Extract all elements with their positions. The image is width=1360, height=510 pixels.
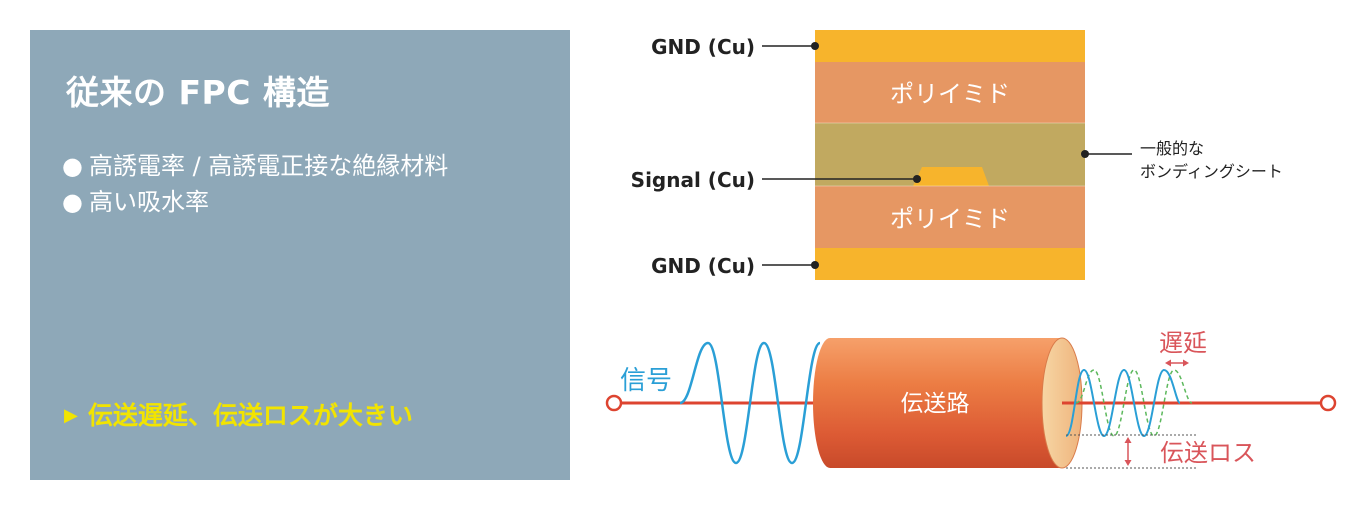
- conclusion-text: 伝送遅延、伝送ロスが大きい: [87, 401, 413, 430]
- loss-label: 伝送ロス: [1160, 439, 1256, 467]
- signal-layer-label: Signal (Cu): [631, 168, 755, 192]
- bullet-dot-icon: ●: [62, 152, 83, 180]
- triangle-arrow-icon: ▶: [64, 405, 78, 426]
- loss-arrow-icon: [1124, 437, 1132, 466]
- terminal-right: [1319, 394, 1337, 412]
- callout-dot: [1081, 150, 1089, 158]
- bullet-dielectric: ●高誘電率 / 高誘電正接な絶縁材料: [62, 146, 448, 181]
- conventional-fpc-panel: 従来の FPC 構造 ●高誘電率 / 高誘電正接な絶縁材料 ●高い吸水率 ▶ 伝送…: [30, 30, 570, 480]
- polyimide-top-layer: [815, 62, 1085, 123]
- panel-title: 従来の FPC 構造: [66, 73, 330, 112]
- bullet-dielectric-text: 高誘電率 / 高誘電正接な絶縁材料: [88, 152, 449, 180]
- polyimide-bottom-layer: [815, 186, 1085, 248]
- bullet-water-absorption-text: 高い吸水率: [88, 188, 209, 216]
- terminal-left: [605, 394, 623, 412]
- callout-dot: [811, 42, 819, 50]
- transmission-illustration: 信号 伝送路 遅延 伝送ロス: [605, 329, 1337, 469]
- callout-dot: [913, 175, 921, 183]
- transmission-line-label: 伝送路: [901, 391, 970, 417]
- input-signal-wave: [679, 341, 822, 465]
- gnd-top-label: GND (Cu): [651, 35, 755, 59]
- bonding-sheet-label-line2: ボンディングシート: [1140, 162, 1283, 181]
- delay-arrow-icon: [1165, 359, 1189, 367]
- signal-trace: [913, 167, 989, 186]
- layer-stackup: ポリイミド ポリイミド GND (Cu) Signal (Cu) 一般的な ボン…: [631, 30, 1283, 280]
- polyimide-top-label: ポリイミド: [890, 80, 1010, 108]
- signal-label: 信号: [620, 366, 672, 396]
- bullet-water-absorption: ●高い吸水率: [62, 182, 209, 217]
- bonding-sheet-label-line1: 一般的な: [1140, 139, 1204, 158]
- callout-dot: [811, 261, 819, 269]
- gnd-top-layer: [815, 30, 1085, 62]
- conclusion: ▶ 伝送遅延、伝送ロスが大きい: [64, 396, 413, 432]
- delay-label: 遅延: [1159, 329, 1207, 357]
- polyimide-bottom-label: ポリイミド: [890, 205, 1010, 233]
- gnd-bottom-label: GND (Cu): [651, 254, 755, 278]
- bullet-dot-icon: ●: [62, 188, 83, 216]
- gnd-bottom-layer: [815, 248, 1085, 280]
- output-signal-wave: [1065, 368, 1181, 438]
- transmission-line-cylinder: [813, 338, 1062, 468]
